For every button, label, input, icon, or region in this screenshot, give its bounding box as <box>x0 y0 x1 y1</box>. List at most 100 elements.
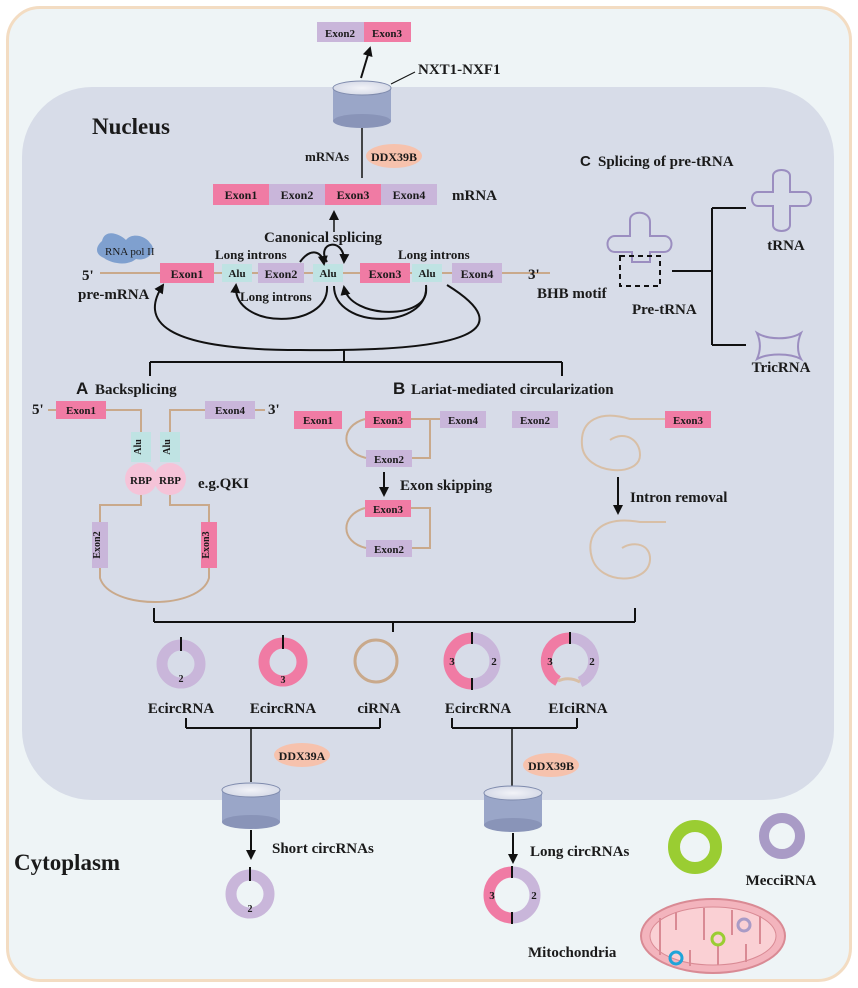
exon3-label: Exon3 <box>373 504 403 516</box>
ddx39b-top-label: DDX39B <box>371 150 417 164</box>
nuclear-pore-cylinder-icon <box>483 785 543 832</box>
cytoplasm-title: Cytoplasm <box>14 850 120 875</box>
long-circrna-ring: 3 2 <box>483 866 541 924</box>
ecircrna-ring-2: 3 <box>258 635 308 687</box>
cirna-label: ciRNA <box>357 701 400 717</box>
mrna-label: mRNA <box>452 188 497 204</box>
canonical-splicing-label: Canonical splicing <box>264 230 382 246</box>
exported-mrna: Exon2 Exon3 <box>317 22 411 42</box>
rnapol-label: RNA pol II <box>105 246 155 258</box>
exon4-label: Exon4 <box>461 267 494 281</box>
ddx39a-label: DDX39A <box>279 749 326 763</box>
trna-shape <box>751 169 812 232</box>
exon2-label: Exon2 <box>374 454 404 466</box>
mrnas-label: mRNAs <box>305 149 349 164</box>
meccirna-green-ring <box>668 820 722 874</box>
mature-mrna: Exon1 Exon2 Exon3 Exon4 <box>213 184 437 205</box>
rbp-icon <box>154 463 186 495</box>
nxt1-nxf1-cylinder-icon <box>332 80 392 128</box>
mitochondria-label: Mitochondria <box>528 945 617 961</box>
ecircrna-label: EcircRNA <box>250 701 317 717</box>
mitochondria-icon <box>640 898 786 974</box>
ecircrna-ring-1: 2 <box>156 637 206 689</box>
exon4-label: Exon4 <box>393 188 426 202</box>
ecircrna-label: EcircRNA <box>148 701 215 717</box>
rna-pol-ii-icon <box>97 233 153 264</box>
exon3-label: Exon3 <box>369 267 402 281</box>
ring-number: 2 <box>531 890 537 902</box>
meccirna-label: MecciRNA <box>746 873 817 889</box>
exon3-label: Exon3 <box>372 28 402 40</box>
alu-label: Alu <box>418 268 435 280</box>
trna-label: tRNA <box>767 238 805 254</box>
exon2-label: Exon2 <box>265 267 298 281</box>
ring-number: 2 <box>589 656 595 668</box>
exon2-label: Exon2 <box>325 28 355 40</box>
exon1-label: Exon1 <box>303 415 333 427</box>
nucleus-region <box>22 87 834 800</box>
long-introns-label: Long introns <box>240 289 312 304</box>
three-prime-label: 3' <box>268 402 280 418</box>
rbp-icon <box>125 463 157 495</box>
exon4-label: Exon4 <box>215 405 245 417</box>
alu-label: Alu <box>228 268 245 280</box>
eicirna-ring: 3 2 <box>540 632 600 688</box>
section-b-letter: B <box>393 379 405 398</box>
alu-label: Alu <box>319 268 336 280</box>
long-circrnas-label: Long circRNAs <box>530 844 629 860</box>
lariat <box>580 414 665 472</box>
pre-mrna: Exon1 Alu Exon2 Alu Exon3 Alu Exon4 <box>160 263 502 283</box>
alu-label: Alu <box>162 439 173 455</box>
ring-number: 3 <box>281 675 286 686</box>
nuclear-pore-cylinder-icon <box>221 782 281 829</box>
five-prime-label: 5' <box>82 268 94 284</box>
exon1-label: Exon1 <box>171 267 204 281</box>
ring-number: 2 <box>248 904 253 915</box>
rbp-label: RBP <box>159 475 181 487</box>
nucleus-title: Nucleus <box>92 114 170 139</box>
ecircrna-ring-3: 3 2 <box>443 632 501 690</box>
tricrna-label: TricRNA <box>752 360 811 376</box>
section-a-letter: A <box>76 379 88 398</box>
section-c-title: Splicing of pre-tRNA <box>598 154 734 170</box>
ring-number: 2 <box>491 656 497 668</box>
ring-number: 3 <box>547 656 553 668</box>
rbp-label: RBP <box>130 475 152 487</box>
exon2-label: Exon2 <box>374 544 404 556</box>
exon2-label: Exon2 <box>520 415 550 427</box>
exon2-label: Exon2 <box>281 188 314 202</box>
section-c-letter: C <box>580 153 591 170</box>
exon3-label: Exon3 <box>337 188 370 202</box>
alu-label: Alu <box>133 439 144 455</box>
ring-number: 2 <box>179 674 184 685</box>
section-a-title: Backsplicing <box>95 382 177 398</box>
pre-trna-label: Pre-tRNA <box>632 302 697 318</box>
short-circrna-ring: 2 <box>225 867 275 919</box>
exon1-label: Exon1 <box>66 405 96 417</box>
ddx39a-bubble <box>274 743 330 767</box>
meccirna-purple-ring <box>759 813 805 859</box>
ring-number: 3 <box>449 656 455 668</box>
tricrna-shape <box>754 330 804 362</box>
three-prime-label: 3' <box>528 267 540 283</box>
long-introns-label: Long introns <box>398 247 470 262</box>
exon-skipping-label: Exon skipping <box>400 478 493 494</box>
long-introns-label: Long introns <box>215 247 287 262</box>
five-prime-label: 5' <box>32 402 44 418</box>
exon3-label: Exon3 <box>673 415 703 427</box>
eicirna-label: EIciRNA <box>548 701 607 717</box>
pre-trna-shape <box>606 211 673 263</box>
ecircrna-label: EcircRNA <box>445 701 512 717</box>
exon3-label: Exon3 <box>373 415 403 427</box>
intron-removal-label: Intron removal <box>630 490 727 506</box>
ddx39b-bottom-label: DDX39B <box>528 759 574 773</box>
ddx39b-bottom-bubble <box>523 753 579 777</box>
nxt-label: NXT1-NXF1 <box>418 62 501 78</box>
bhb-motif-label: BHB motif <box>537 286 608 302</box>
bhb-box <box>619 255 661 287</box>
pre-mrna-label: pre-mRNA <box>78 287 150 303</box>
short-circrnas-label: Short circRNAs <box>272 841 374 857</box>
ddx39b-top-bubble <box>366 144 422 168</box>
exon1-label: Exon1 <box>225 188 258 202</box>
